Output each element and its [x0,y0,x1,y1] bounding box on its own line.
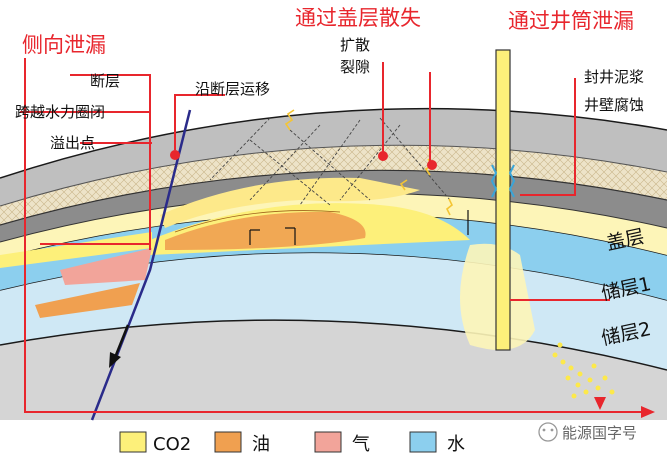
upper-caprock-line [0,107,667,179]
fault-arrow-head [109,352,121,368]
fracture-lines [209,117,451,206]
fault-leak-dot [170,150,180,160]
legend-swatch-water [409,431,437,453]
watermark-text: 能源国字号 [562,424,637,442]
fault-arrow-down [112,324,130,361]
co2-plume-upper [160,177,420,228]
label-cement: 封井泥浆 [584,68,644,86]
label-diffusion: 扩散 [340,36,370,54]
caprock-inner-line [0,144,667,207]
trap-arrows [249,210,469,245]
strata [0,107,667,420]
oil-lens [165,211,366,250]
diffusion-dot [378,151,388,161]
watermark: 能源国字号 [538,422,637,442]
legend-swatch-oil [214,431,242,453]
fracture-dot [427,160,437,170]
legend-label-co2: CO2 [153,434,191,455]
wellbore [495,49,511,351]
header-wellbore-leak: 通过井筒泄漏 [508,9,634,33]
red-leak-arrows [20,58,645,413]
watermark-logo-icon [538,422,558,442]
header-caprock-loss: 通过盖层散失 [295,6,421,30]
seal-line [0,169,667,226]
label-fault: 断层 [90,72,120,90]
fault-line [90,109,192,421]
right-arrow-head [594,397,606,410]
co2-left-band [0,232,152,268]
legend-swatch-co2 [119,431,147,453]
label-spill: 溢出点 [50,134,95,152]
label-fracture: 裂隙 [340,58,370,76]
oil-lens-top [174,210,341,233]
well-corrosion [490,164,516,198]
legend-label-oil: 油 [252,434,270,455]
header-lateral-leak: 侧向泄漏 [22,33,106,57]
bottom-arrow-head [641,406,655,418]
legend-swatch-gas [314,431,342,453]
label-along-fault: 沿断层运移 [195,80,270,98]
legend: CO2 油 气 水 [119,431,465,455]
legend-label-gas: 气 [352,434,370,455]
label-hydraulic: 跨越水力圈闭 [15,103,105,121]
reservoir2-line-bottom [0,319,667,371]
gas-wedge [60,248,152,285]
legend-label-water: 水 [447,434,465,455]
oil-wedge [35,283,140,318]
label-corrosion: 井壁腐蚀 [584,96,644,114]
co2-bubbles [552,342,615,403]
